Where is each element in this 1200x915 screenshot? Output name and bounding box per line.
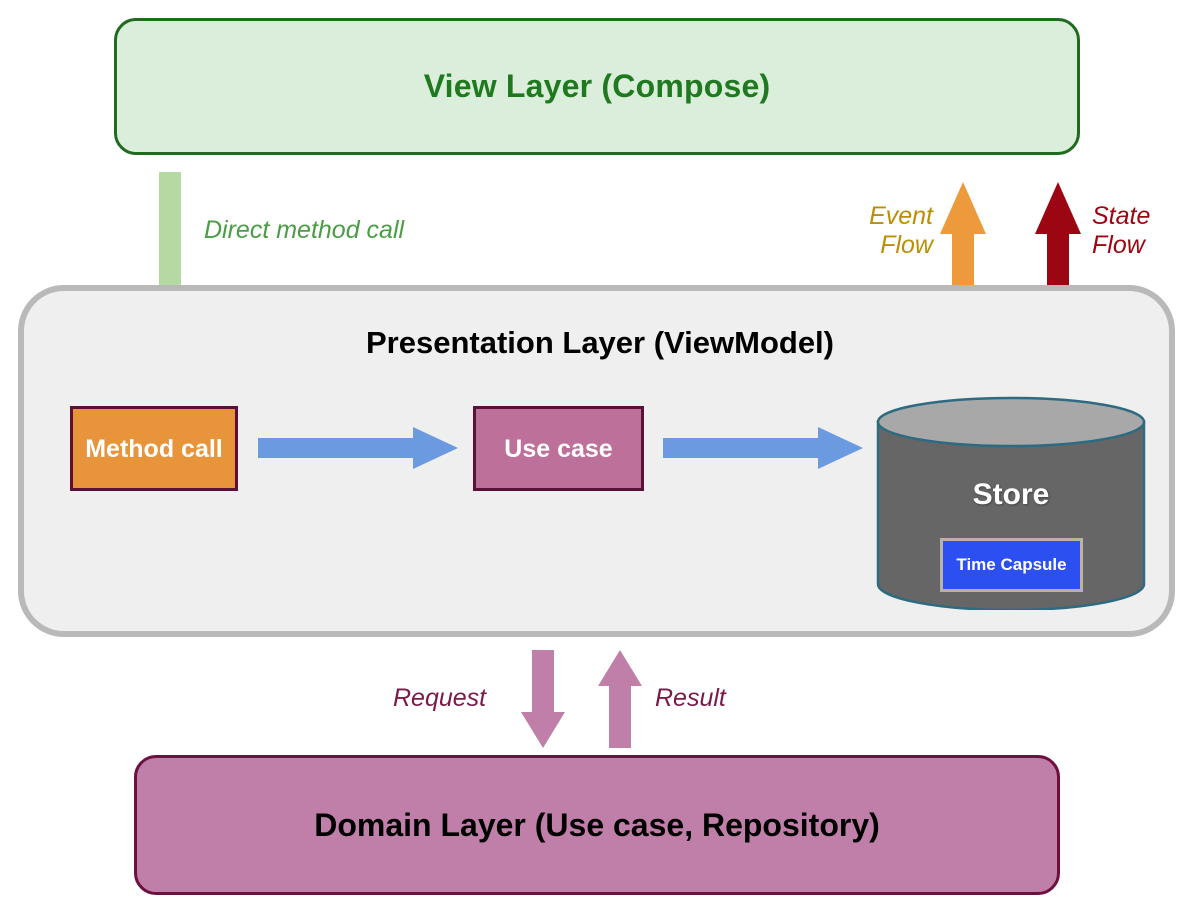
view-layer-label: View Layer (Compose): [423, 68, 771, 104]
method-call-box[interactable]: Method call: [70, 406, 238, 491]
use-case-to-store-arrow-icon: [663, 427, 863, 469]
time-capsule-label: Time Capsule: [956, 555, 1067, 575]
method-call-to-use-case-arrow-icon: [258, 427, 458, 469]
result-arrow-icon: [598, 650, 642, 748]
event-flow-label: Event Flow: [869, 202, 933, 259]
domain-layer-box[interactable]: Domain Layer (Use case, Repository): [134, 755, 1060, 895]
view-layer-box[interactable]: View Layer (Compose): [114, 18, 1080, 155]
request-arrow-icon: [521, 650, 565, 748]
use-case-box[interactable]: Use case: [473, 406, 644, 491]
store-label: Store: [972, 478, 1050, 511]
time-capsule-box[interactable]: Time Capsule: [940, 538, 1083, 592]
method-call-label: Method call: [85, 434, 223, 463]
result-label: Result: [655, 684, 726, 712]
use-case-label: Use case: [504, 434, 613, 463]
request-label: Request: [393, 684, 487, 712]
domain-layer-label: Domain Layer (Use case, Repository): [314, 806, 880, 843]
state-flow-label: State Flow: [1092, 202, 1151, 259]
presentation-layer-label: Presentation Layer (ViewModel): [366, 325, 834, 360]
direct-method-call-label: Direct method call: [204, 216, 405, 244]
